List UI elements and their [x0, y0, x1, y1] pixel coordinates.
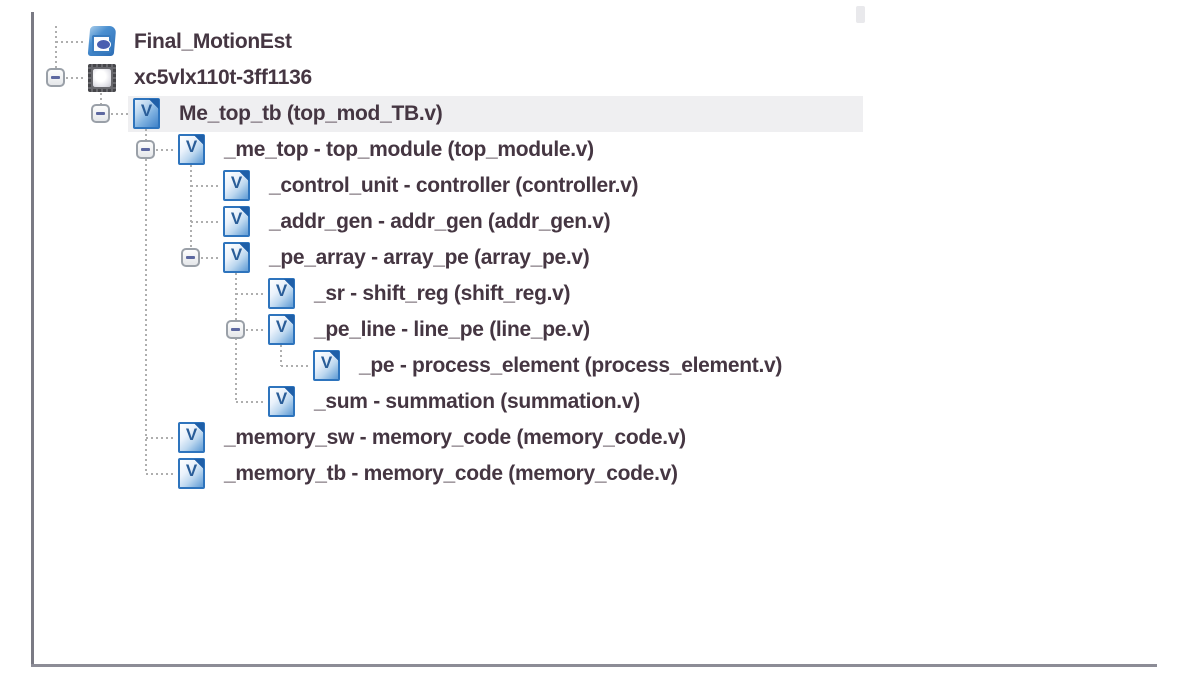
tree-connector-line [156, 149, 175, 151]
tree-item-label[interactable]: _control_unit - controller (controller.v… [269, 174, 639, 197]
verilog-file-icon: V [178, 458, 205, 489]
tree-connector-line [111, 113, 130, 115]
tree-connector-line [236, 293, 265, 295]
tree-connector-line [190, 160, 192, 258]
verilog-v-glyph: V [275, 389, 288, 408]
tree-item-me-top[interactable]: V _me_top - top_module (top_module.v) [0, 132, 1183, 168]
minus-icon [231, 328, 240, 331]
page-fold-icon [284, 315, 294, 325]
tree-item-me-top-tb[interactable]: V Me_top_tb (top_mod_TB.v) [0, 96, 1183, 132]
page-fold-icon [329, 351, 339, 361]
tree-connector-line [146, 473, 175, 475]
expand-toggle[interactable] [91, 104, 110, 123]
tree-connector-line [191, 221, 220, 223]
tree-connector-line [246, 329, 265, 331]
tree-item-memory-sw[interactable]: V _memory_sw - memory_code (memory_code.v… [0, 420, 1183, 456]
verilog-file-icon: V [223, 170, 250, 201]
tree-item-final-motionest[interactable]: Final_MotionEst [0, 24, 1183, 60]
tree-item-xc5vlx110t-3ff1136[interactable]: xc5vlx110t-3ff1136 [0, 60, 1183, 96]
verilog-file-icon: V [133, 98, 160, 129]
project-icon [87, 26, 118, 57]
page-fold-icon [239, 171, 249, 181]
verilog-file-icon: V [223, 242, 250, 273]
page-fold-icon [149, 99, 159, 109]
scrollbar-thumb[interactable] [856, 6, 865, 23]
tree-item-memory-tb[interactable]: V _memory_tb - memory_code (memory_code.v… [0, 456, 1183, 492]
tree-connector-line [145, 124, 147, 474]
verilog-v-glyph: V [320, 353, 333, 372]
minus-icon [186, 256, 195, 259]
tree-item-label[interactable]: _addr_gen - addr_gen (addr_gen.v) [269, 210, 611, 233]
verilog-v-glyph: V [185, 137, 198, 156]
verilog-file-icon: V [178, 422, 205, 453]
tree-item-sr[interactable]: V _sr - shift_reg (shift_reg.v) [0, 276, 1183, 312]
verilog-file-icon: V [313, 350, 340, 381]
tree-item-label[interactable]: xc5vlx110t-3ff1136 [134, 66, 312, 89]
page-fold-icon [239, 207, 249, 217]
selected-row-highlight [128, 96, 863, 132]
tree-item-pe[interactable]: V _pe - process_element (process_element.… [0, 348, 1183, 384]
project-emblem [96, 39, 111, 50]
chip-die [93, 69, 111, 87]
page-fold-icon [284, 279, 294, 289]
tree-connector-line [55, 26, 57, 68]
verilog-v-glyph: V [185, 461, 198, 480]
expand-toggle[interactable] [136, 140, 155, 159]
verilog-v-glyph: V [230, 173, 243, 192]
panel-border-left [31, 12, 34, 667]
verilog-v-glyph: V [230, 245, 243, 264]
page-fold-icon [239, 243, 249, 253]
tree-item-pe-line[interactable]: V _pe_line - line_pe (line_pe.v) [0, 312, 1183, 348]
page-fold-icon [194, 459, 204, 469]
page-fold-icon [194, 135, 204, 145]
tree-item-label[interactable]: Final_MotionEst [134, 30, 292, 53]
tree-connector-line [201, 257, 220, 259]
tree-connector-line [236, 401, 265, 403]
tree-connector-line [56, 41, 85, 43]
tree-item-label[interactable]: _pe_line - line_pe (line_pe.v) [314, 318, 590, 341]
verilog-v-glyph: V [185, 425, 198, 444]
tree-item-pe-array[interactable]: V _pe_array - array_pe (array_pe.v) [0, 240, 1183, 276]
tree-item-label[interactable]: _pe_array - array_pe (array_pe.v) [269, 246, 590, 269]
tree-connector-line [281, 365, 310, 367]
verilog-file-icon: V [223, 206, 250, 237]
tree-item-label[interactable]: _me_top - top_module (top_module.v) [224, 138, 594, 161]
tree-item-label[interactable]: _sr - shift_reg (shift_reg.v) [314, 282, 571, 305]
tree-item-control-unit[interactable]: V _control_unit - controller (controller.… [0, 168, 1183, 204]
verilog-v-glyph: V [230, 209, 243, 228]
verilog-file-icon: V [268, 278, 295, 309]
panel-border-bottom [31, 664, 1157, 667]
minus-icon [141, 148, 150, 151]
expand-toggle[interactable] [226, 320, 245, 339]
tree-connector-line [191, 185, 220, 187]
tree-connector-line [66, 77, 85, 79]
minus-icon [51, 76, 60, 79]
tree-connector-line [146, 437, 175, 439]
minus-icon [96, 112, 105, 115]
tree-item-label[interactable]: _memory_sw - memory_code (memory_code.v) [224, 426, 686, 449]
tree-connector-line [280, 340, 282, 366]
verilog-v-glyph: V [275, 317, 288, 336]
tree-item-sum[interactable]: V _sum - summation (summation.v) [0, 384, 1183, 420]
tree-item-label[interactable]: _pe - process_element (process_element.v… [359, 354, 783, 377]
expand-toggle[interactable] [46, 68, 65, 87]
tree-item-label[interactable]: Me_top_tb (top_mod_TB.v) [179, 102, 443, 125]
page-fold-icon [194, 423, 204, 433]
verilog-v-glyph: V [275, 281, 288, 300]
device-icon [88, 64, 116, 92]
tree-connector-line [100, 88, 102, 114]
expand-toggle[interactable] [181, 248, 200, 267]
verilog-file-icon: V [268, 314, 295, 345]
tree-item-addr-gen[interactable]: V _addr_gen - addr_gen (addr_gen.v) [0, 204, 1183, 240]
page-fold-icon [284, 387, 294, 397]
verilog-file-icon: V [268, 386, 295, 417]
tree-item-label[interactable]: _memory_tb - memory_code (memory_code.v) [224, 462, 678, 485]
verilog-file-icon: V [178, 134, 205, 165]
tree-item-label[interactable]: _sum - summation (summation.v) [314, 390, 640, 413]
verilog-v-glyph: V [140, 101, 153, 120]
